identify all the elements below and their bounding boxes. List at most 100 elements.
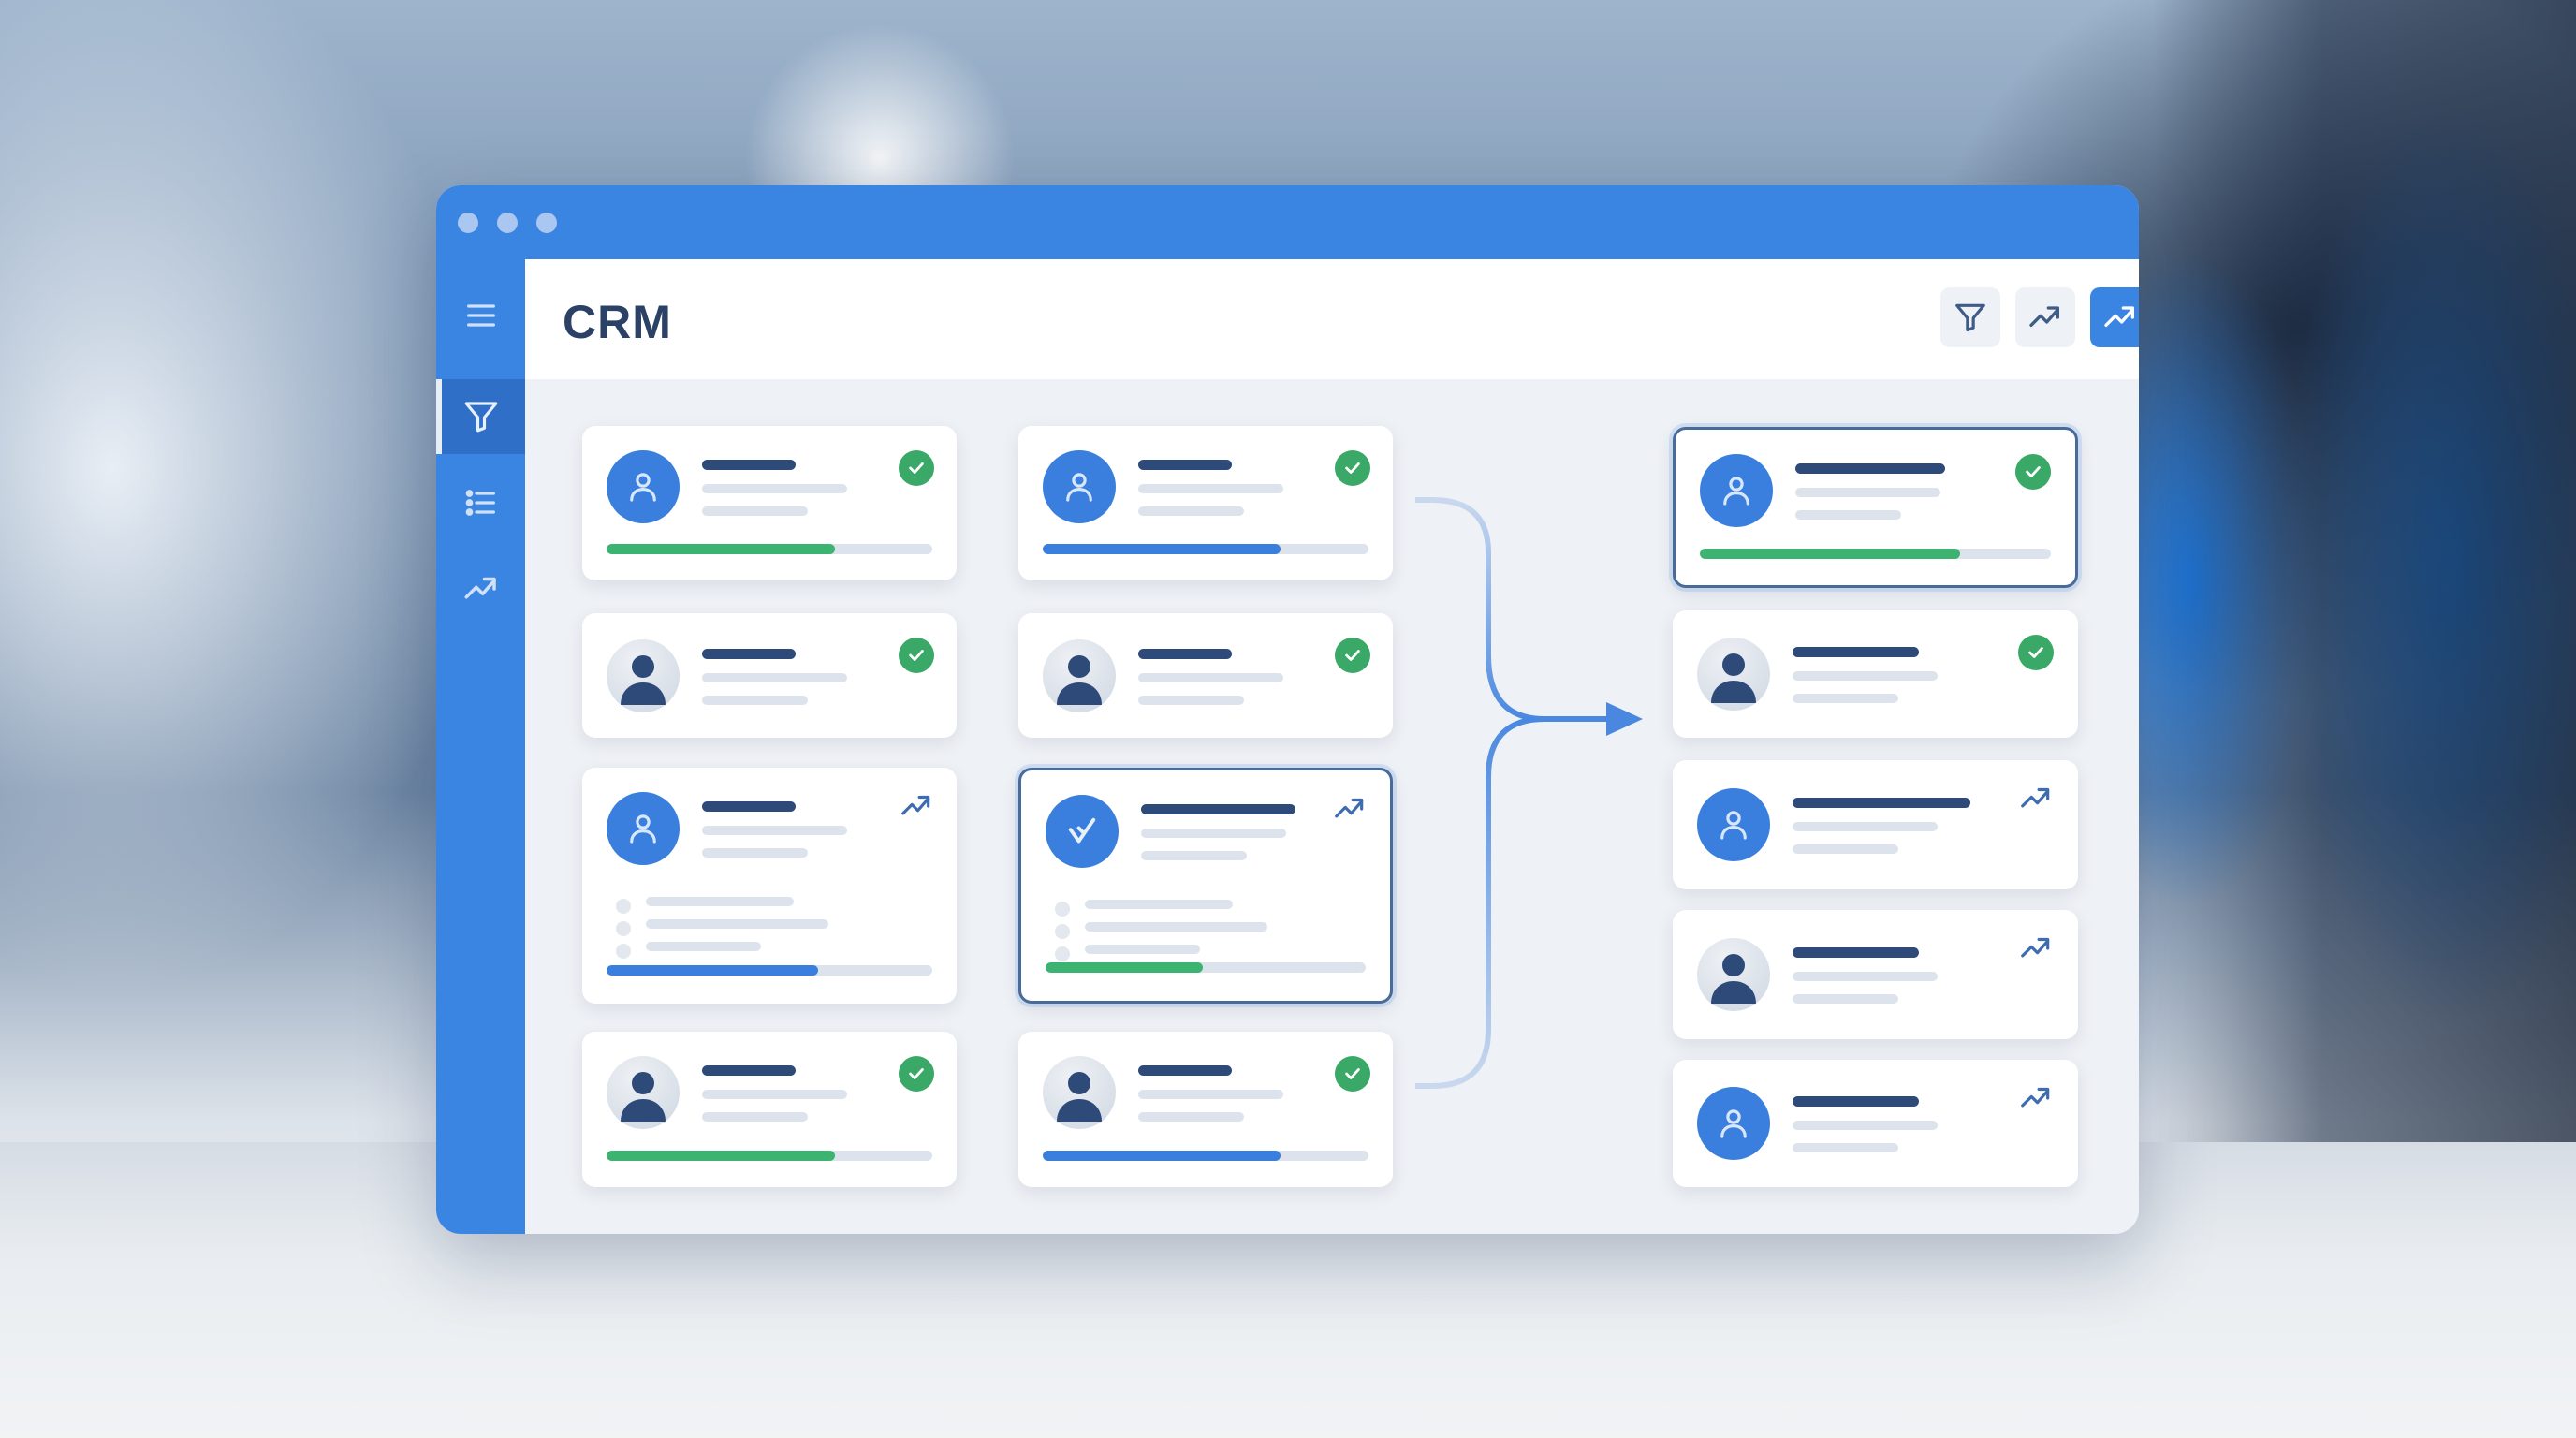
user-icon bbox=[1057, 655, 1102, 705]
contact-avatar bbox=[607, 1056, 680, 1129]
progress-fill bbox=[607, 1151, 835, 1161]
window-dot-3[interactable] bbox=[536, 213, 557, 233]
contact-card[interactable] bbox=[1673, 427, 2078, 588]
contact-avatar bbox=[1043, 1056, 1116, 1129]
contact-card[interactable] bbox=[582, 768, 957, 1004]
trending-up-icon bbox=[899, 788, 934, 824]
contact-extra-placeholder bbox=[1085, 945, 1200, 954]
status-complete-badge bbox=[1335, 638, 1370, 673]
window-dot-2[interactable] bbox=[497, 213, 518, 233]
deal-progress-bar bbox=[607, 965, 932, 976]
trending-up-icon bbox=[464, 577, 496, 599]
contact-detail-placeholder bbox=[1793, 694, 1898, 703]
contact-name-placeholder bbox=[1138, 1065, 1232, 1076]
contact-detail-placeholder bbox=[1138, 673, 1283, 682]
contact-detail-placeholder bbox=[702, 506, 808, 516]
chat-icon bbox=[616, 921, 631, 936]
contact-avatar bbox=[607, 792, 680, 865]
contact-card[interactable] bbox=[1018, 426, 1393, 580]
user-icon bbox=[1720, 1109, 1747, 1138]
filter-button[interactable] bbox=[1940, 287, 2000, 347]
contact-name-placeholder bbox=[1793, 947, 1919, 958]
contact-avatar bbox=[607, 450, 680, 523]
window-titlebar bbox=[436, 185, 2139, 259]
contact-card[interactable] bbox=[582, 613, 957, 738]
menu-icon bbox=[466, 304, 495, 327]
contact-detail-placeholder bbox=[1141, 851, 1247, 860]
user-icon bbox=[630, 814, 656, 844]
analytics-button[interactable] bbox=[2090, 287, 2139, 347]
merge-arrow-connector bbox=[1415, 497, 1643, 1089]
contact-extra-placeholder bbox=[646, 919, 828, 929]
contact-detail-placeholder bbox=[702, 696, 808, 705]
trending-up-icon bbox=[2018, 781, 2054, 816]
contact-card[interactable] bbox=[1018, 1032, 1393, 1187]
contact-card[interactable] bbox=[582, 1032, 957, 1187]
sidebar-item-analytics[interactable] bbox=[436, 551, 525, 626]
sidebar-item-filter[interactable] bbox=[436, 379, 525, 454]
window-dot-1[interactable] bbox=[458, 213, 478, 233]
contact-avatar bbox=[1697, 638, 1770, 711]
deal-progress-bar bbox=[1043, 544, 1368, 554]
status-complete-badge bbox=[899, 638, 934, 673]
trending-up-icon bbox=[2104, 306, 2134, 327]
contact-detail-placeholder bbox=[1793, 972, 1938, 981]
chat-icon bbox=[1055, 924, 1070, 939]
filter-icon bbox=[1955, 303, 1985, 332]
status-complete-badge bbox=[899, 450, 934, 486]
filter-icon bbox=[464, 402, 497, 433]
deal-progress-bar bbox=[1043, 1151, 1368, 1161]
heart-icon bbox=[1055, 946, 1070, 961]
contact-extra-placeholder bbox=[646, 897, 794, 906]
contact-card[interactable] bbox=[582, 426, 957, 580]
contact-detail-placeholder bbox=[702, 484, 847, 493]
contact-name-placeholder bbox=[702, 649, 796, 659]
contact-detail-placeholder bbox=[1138, 696, 1244, 705]
user-icon bbox=[621, 655, 666, 705]
user-icon bbox=[630, 473, 656, 502]
contact-avatar bbox=[1043, 450, 1116, 523]
contact-detail-placeholder bbox=[1793, 822, 1938, 831]
contact-card[interactable] bbox=[1673, 610, 2078, 738]
list-icon bbox=[465, 490, 495, 516]
progress-fill bbox=[1700, 549, 1960, 559]
status-complete-badge bbox=[2018, 635, 2054, 670]
contact-detail-placeholder bbox=[1793, 671, 1938, 681]
deal-progress-bar bbox=[1046, 962, 1366, 973]
sidebar-item-menu[interactable] bbox=[436, 278, 525, 353]
contact-name-placeholder bbox=[702, 801, 796, 812]
contact-card[interactable] bbox=[1018, 768, 1393, 1004]
user-icon bbox=[621, 1072, 666, 1122]
contact-detail-placeholder bbox=[1795, 488, 1940, 497]
background-blur-right bbox=[2153, 0, 2576, 1152]
contact-detail-placeholder bbox=[702, 826, 847, 835]
contact-avatar bbox=[607, 639, 680, 712]
status-complete-badge bbox=[1335, 1056, 1370, 1092]
contact-card[interactable] bbox=[1673, 760, 2078, 889]
pin-icon bbox=[616, 899, 631, 914]
contact-card[interactable] bbox=[1673, 1060, 2078, 1187]
contact-name-placeholder bbox=[1138, 649, 1232, 659]
contact-detail-placeholder bbox=[702, 1090, 847, 1099]
contact-card[interactable] bbox=[1018, 613, 1393, 738]
app-header: CRM bbox=[525, 259, 2139, 379]
trending-up-icon bbox=[2029, 306, 2059, 327]
page-title: CRM bbox=[563, 296, 672, 348]
contact-detail-placeholder bbox=[1138, 506, 1244, 516]
contact-name-placeholder bbox=[702, 460, 796, 470]
progress-fill bbox=[1043, 544, 1281, 554]
user-icon bbox=[1711, 653, 1756, 703]
contact-detail-placeholder bbox=[1138, 1090, 1283, 1099]
contact-detail-placeholder bbox=[1793, 1143, 1898, 1152]
contact-avatar bbox=[1697, 1087, 1770, 1160]
contact-card[interactable] bbox=[1673, 910, 2078, 1039]
trends-button[interactable] bbox=[2015, 287, 2075, 347]
progress-fill bbox=[1046, 962, 1203, 973]
contact-detail-placeholder bbox=[1793, 994, 1898, 1004]
user-icon bbox=[1720, 811, 1747, 840]
deal-progress-bar bbox=[607, 1151, 932, 1161]
sidebar-item-list[interactable] bbox=[436, 465, 525, 540]
contact-avatar bbox=[1700, 454, 1773, 527]
contact-name-placeholder bbox=[1138, 460, 1232, 470]
contact-name-placeholder bbox=[1793, 1096, 1919, 1107]
